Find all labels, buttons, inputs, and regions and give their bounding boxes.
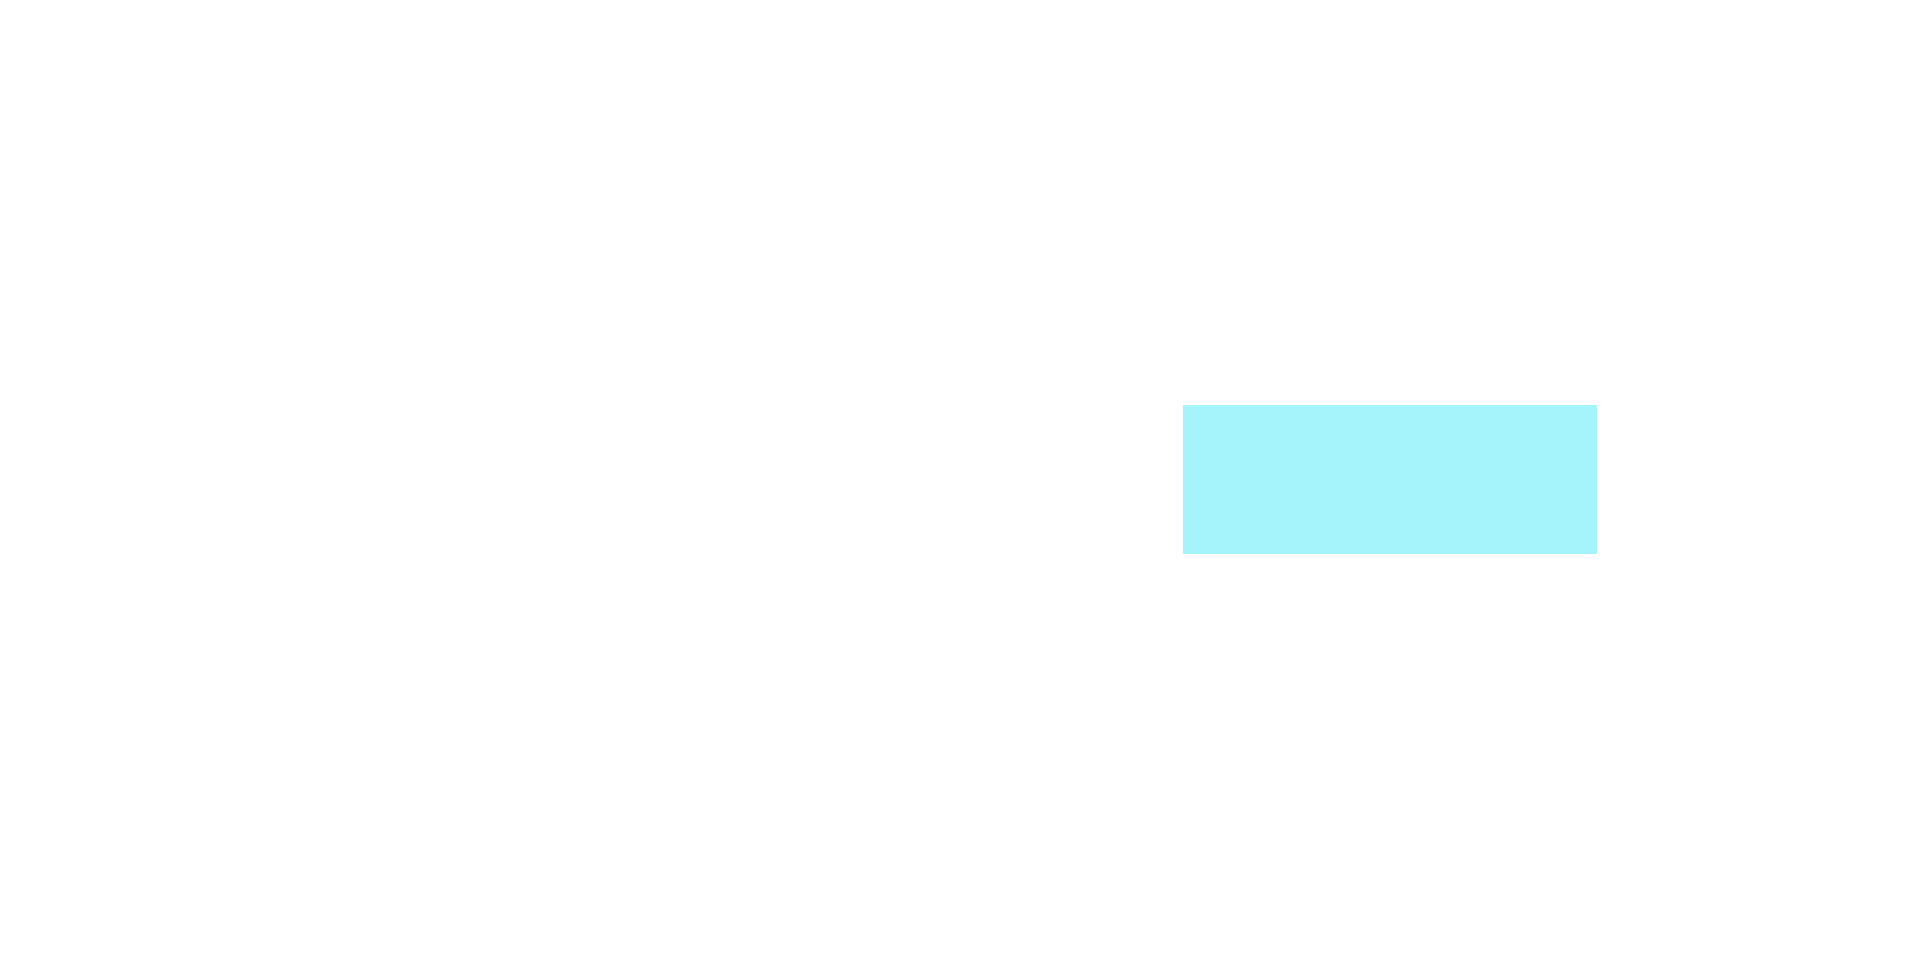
cyan-highlight-rectangle — [1183, 405, 1597, 554]
